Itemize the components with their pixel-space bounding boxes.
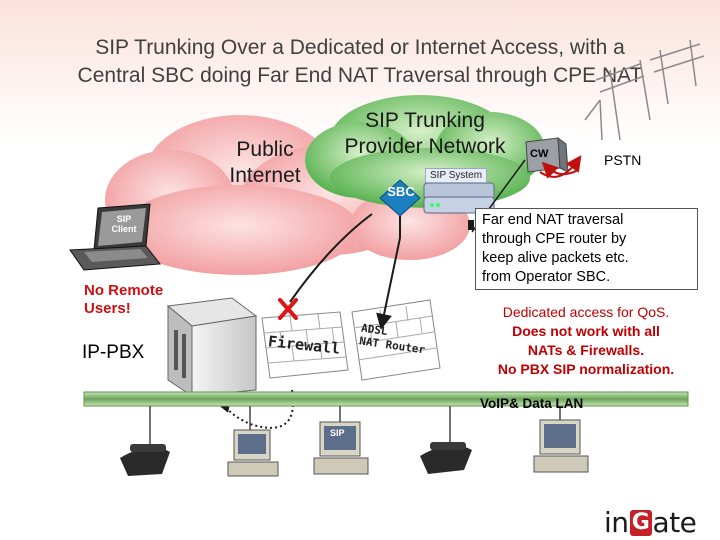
sbc-label-wrap: SBC — [384, 183, 418, 201]
bullet-no-normalization: No PBX SIP normalization. — [497, 361, 675, 377]
sip-provider-line-2: Provider Network — [344, 135, 506, 158]
logo-mark: G — [629, 510, 652, 536]
adsl-router — [351, 299, 441, 381]
logo-suffix: ate — [652, 506, 697, 539]
lan-to-pbx-dotted — [215, 389, 295, 429]
lan-bar — [83, 391, 689, 407]
bullet-nats-firewalls: NATs & Firewalls. — [527, 342, 645, 358]
sip-provider-label: SIP Trunking Provider Network — [330, 108, 520, 160]
firewall-wall — [261, 311, 349, 379]
pstn-label: PSTN — [604, 152, 642, 168]
blocked-path — [289, 213, 373, 303]
pc-phone-label: SIP — [330, 428, 345, 438]
no-remote-line-1: No Remote — [84, 282, 164, 299]
pc-1 — [227, 429, 279, 477]
public-internet-line-1: Public — [236, 138, 294, 161]
bullet-dedicated-access: Dedicated access for QoS. — [502, 304, 670, 320]
logo-prefix: in — [604, 506, 629, 539]
note-line-1: Far end NAT traversal — [482, 212, 624, 228]
bullet-not-all-nats: Does not work with all — [512, 323, 660, 339]
title-line-1: SIP Trunking Over a Dedicated or Interne… — [95, 36, 625, 59]
no-remote-users: No Remote Users! — [84, 282, 163, 318]
ip-pbx-server — [166, 297, 258, 397]
sip-client-label: SIP Client — [111, 214, 137, 234]
ip-pbx-label: IP-PBX — [82, 342, 145, 363]
public-internet-line-2: Internet — [229, 164, 301, 187]
sip-provider-line-1: SIP Trunking — [365, 109, 485, 132]
nat-traversal-note: Far end NAT traversal through CPE router… — [475, 208, 698, 290]
public-internet-label: Public Internet — [215, 137, 315, 189]
sbc-label: SBC — [387, 184, 415, 199]
pc-3 — [533, 419, 589, 473]
note-line-4: from Operator SBC. — [482, 269, 611, 285]
lan-label: VoIP& Data LAN — [480, 396, 584, 411]
sip-system-label: SIP System — [425, 168, 488, 183]
blocked-x-mark — [278, 298, 298, 320]
pc-2 — [313, 421, 369, 475]
note-line-3: keep alive packets etc. — [482, 250, 629, 266]
sbc-to-router-arrow — [376, 216, 401, 330]
note-line-2: through CPE router by — [482, 231, 627, 247]
page-title: SIP Trunking Over a Dedicated or Interne… — [0, 34, 720, 90]
phone-2 — [420, 442, 472, 474]
phone-1 — [120, 444, 170, 476]
no-remote-line-2: Users! — [84, 300, 131, 317]
pstn-pole — [584, 39, 705, 141]
feature-bullets: Dedicated access for QoS. Does not work … — [462, 303, 710, 379]
title-line-2: Central SBC doing Far End NAT Traversal … — [77, 64, 643, 87]
cw-label: CW — [530, 148, 549, 160]
sip-client-laptop — [69, 203, 161, 271]
